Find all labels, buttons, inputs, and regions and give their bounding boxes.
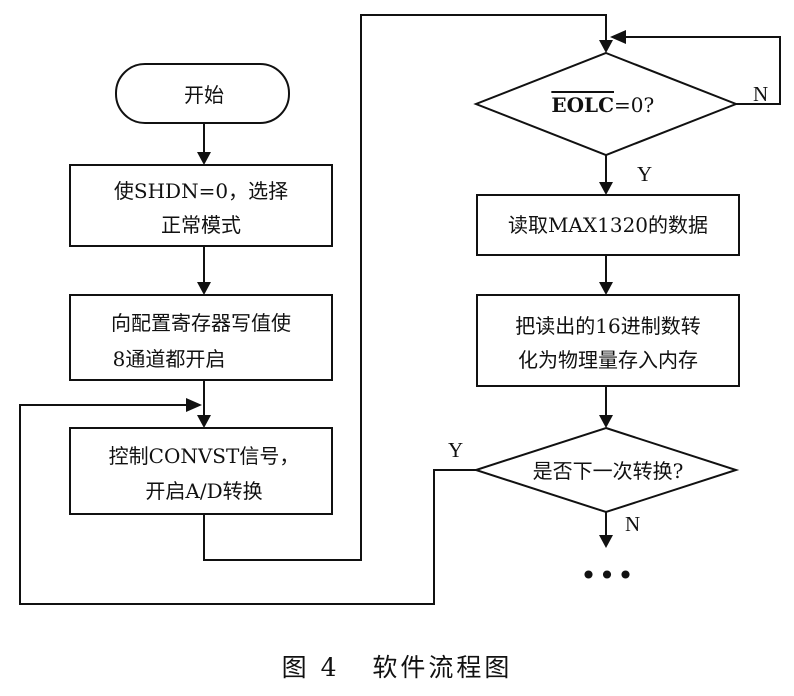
arrowhead — [610, 30, 626, 44]
step3-box — [69, 427, 333, 515]
step3-line1: 控制CONVST信号， — [109, 444, 300, 468]
arrowhead — [197, 152, 211, 165]
loop-decision2-yes-back — [19, 404, 482, 605]
figure-caption: 图 4 软件流程图 — [282, 653, 513, 682]
arrowhead — [599, 282, 613, 295]
start-label: 开始 — [184, 83, 224, 107]
continuation-ellipsis: ••• — [580, 559, 636, 592]
decision1-yes-label: Y — [637, 162, 652, 186]
step2-line2: 8通道都开启 — [113, 347, 226, 371]
decision1-condition-value: =0? — [614, 93, 654, 117]
arrowhead — [599, 415, 613, 428]
decision2-yes-label: Y — [448, 438, 463, 462]
step1-box — [69, 164, 333, 247]
arrowhead — [599, 535, 613, 548]
step5-line1: 把读出的16进制数转 — [515, 314, 700, 338]
step5-box — [476, 294, 740, 387]
decision1-no-label: N — [753, 82, 768, 106]
step5-line2: 化为物理量存入内存 — [518, 348, 698, 372]
arrowhead — [197, 282, 211, 295]
decision2-label: 是否下一次转换? — [533, 459, 684, 483]
connector-step3-to-decision1 — [203, 14, 607, 561]
arrowhead — [186, 398, 202, 412]
decision1-condition-signal: EOLC — [551, 93, 614, 117]
decision1-no-loop — [626, 36, 781, 105]
step2-line1: 向配置寄存器写值使 — [111, 311, 291, 335]
step4-label: 读取MAX1320的数据 — [508, 213, 708, 237]
step4-box — [476, 194, 740, 256]
arrowhead — [599, 40, 613, 53]
decision2-no-label: N — [625, 512, 640, 536]
arrowhead — [197, 415, 211, 428]
step3-line2: 开启A/D转换 — [145, 479, 262, 503]
step2-box — [69, 294, 333, 381]
step1-line1: 使SHDN=0，选择 — [114, 179, 288, 203]
arrowhead — [599, 182, 613, 195]
start-terminal — [115, 63, 290, 124]
step1-line2: 正常模式 — [161, 213, 241, 237]
